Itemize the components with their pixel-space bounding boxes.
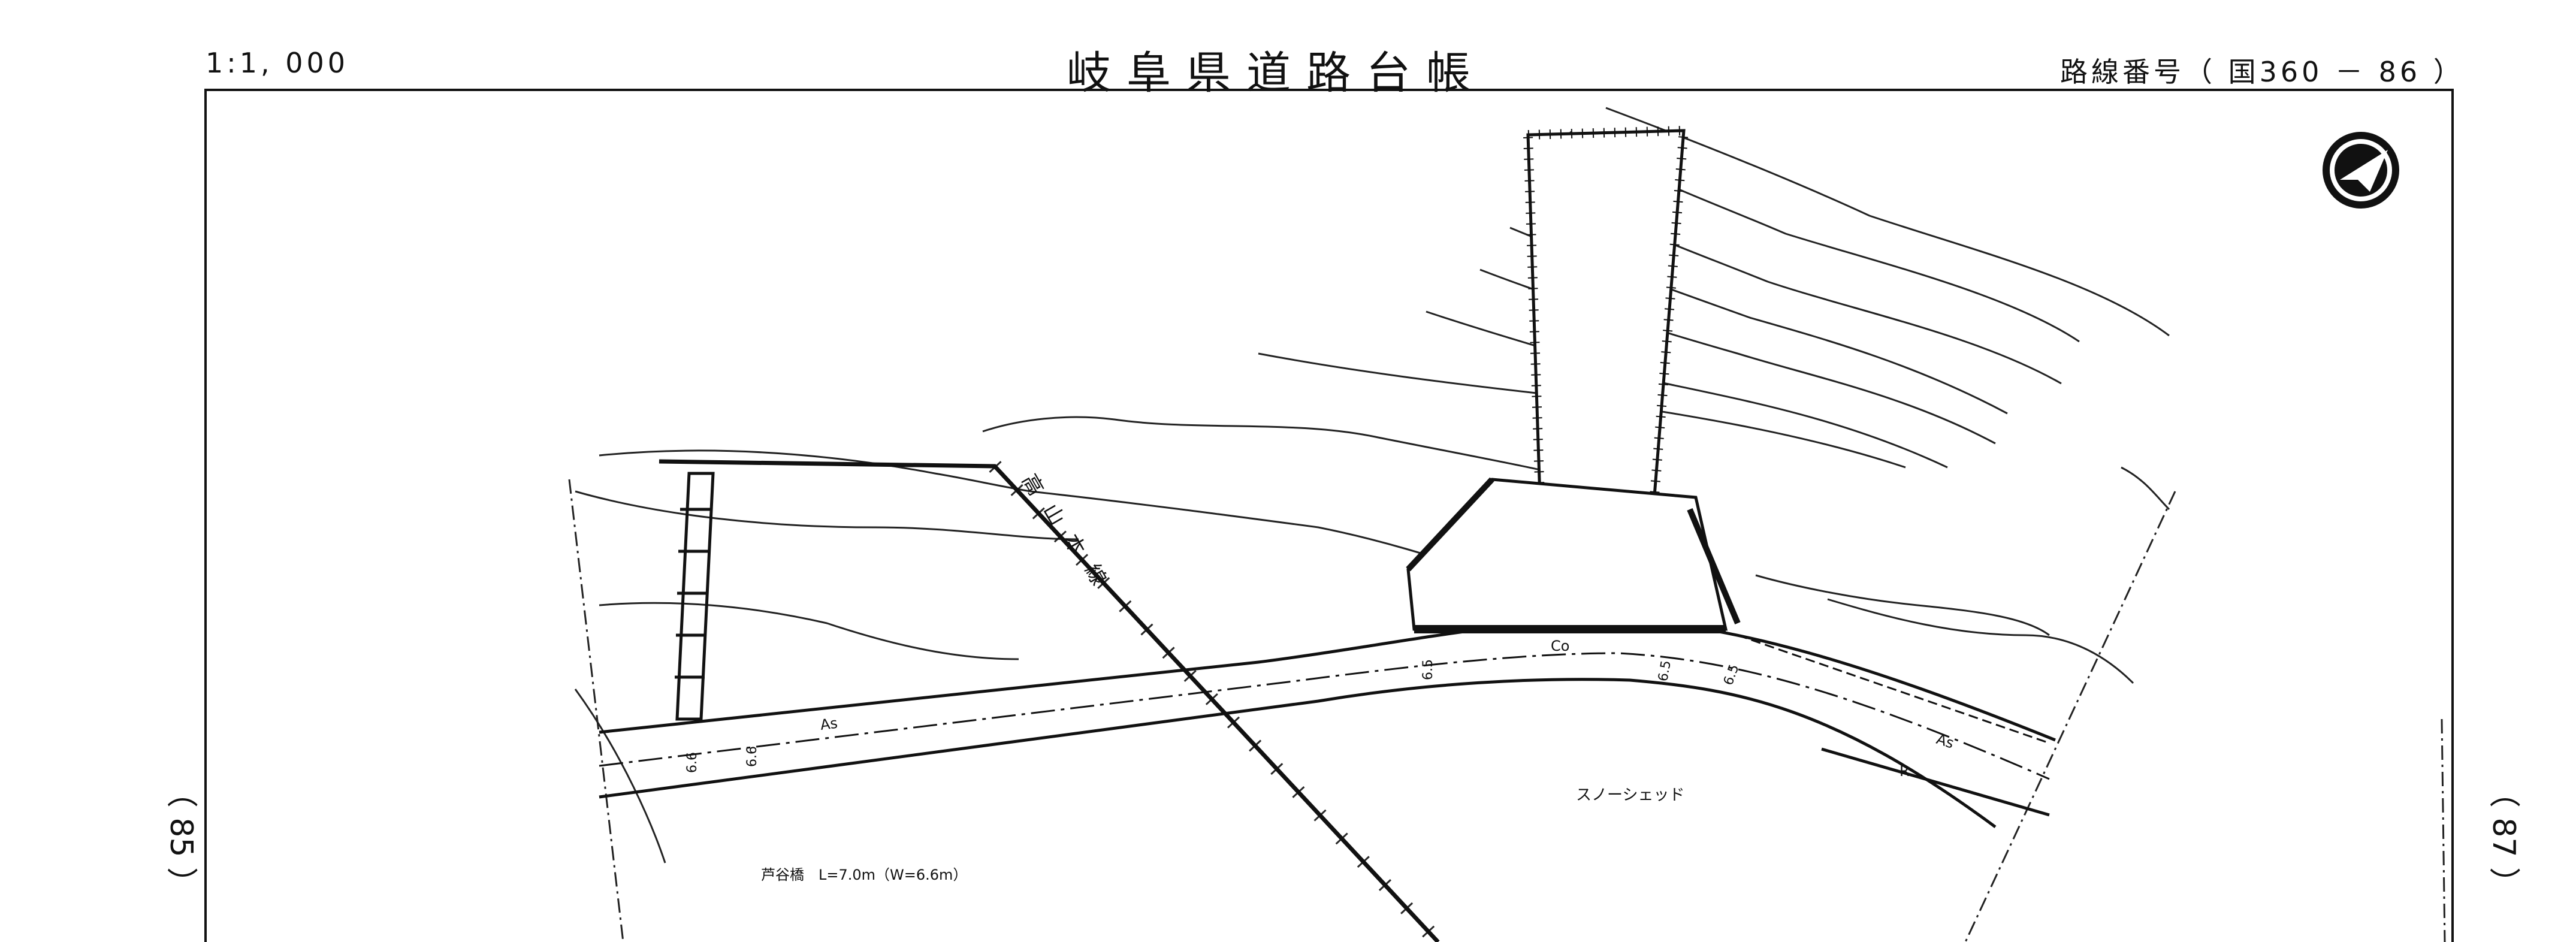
route-number: 路線番号（ 国360 － 86 ） [2060,56,2465,88]
railway-label-char-2: 山 [1038,500,1069,530]
pavement-label-as-right: As [1934,730,1956,752]
snow-shed-structure [1406,125,1741,633]
snow-shed-label: スノーシェッド [1576,786,1684,804]
boundary-lines [568,479,2446,942]
pavement-label-co: Co [1551,638,1569,654]
width-label-2: 6.6 [745,746,760,767]
width-label-1: 6.6 [685,752,700,773]
contour-lines [574,107,2170,864]
width-label-3: 6.5 [1421,659,1436,680]
railway-label: 高 山 本 線 [1017,470,1111,590]
width-label-5: 6.5 [1721,663,1742,687]
marker-label-r: R [1899,763,1910,780]
width-label-4: 6.5 [1656,659,1674,683]
bridge-label: 芦谷橋 L=7.0m（W=6.6m） [761,866,967,883]
map-frame [204,89,2454,942]
railway-line [659,459,1444,942]
pavement-label-as-left: As [819,715,838,733]
retaining-wall [675,472,715,721]
scale-label: 1:1, 000 [206,47,349,79]
north-arrow-icon [2323,132,2399,209]
road [599,618,2056,829]
